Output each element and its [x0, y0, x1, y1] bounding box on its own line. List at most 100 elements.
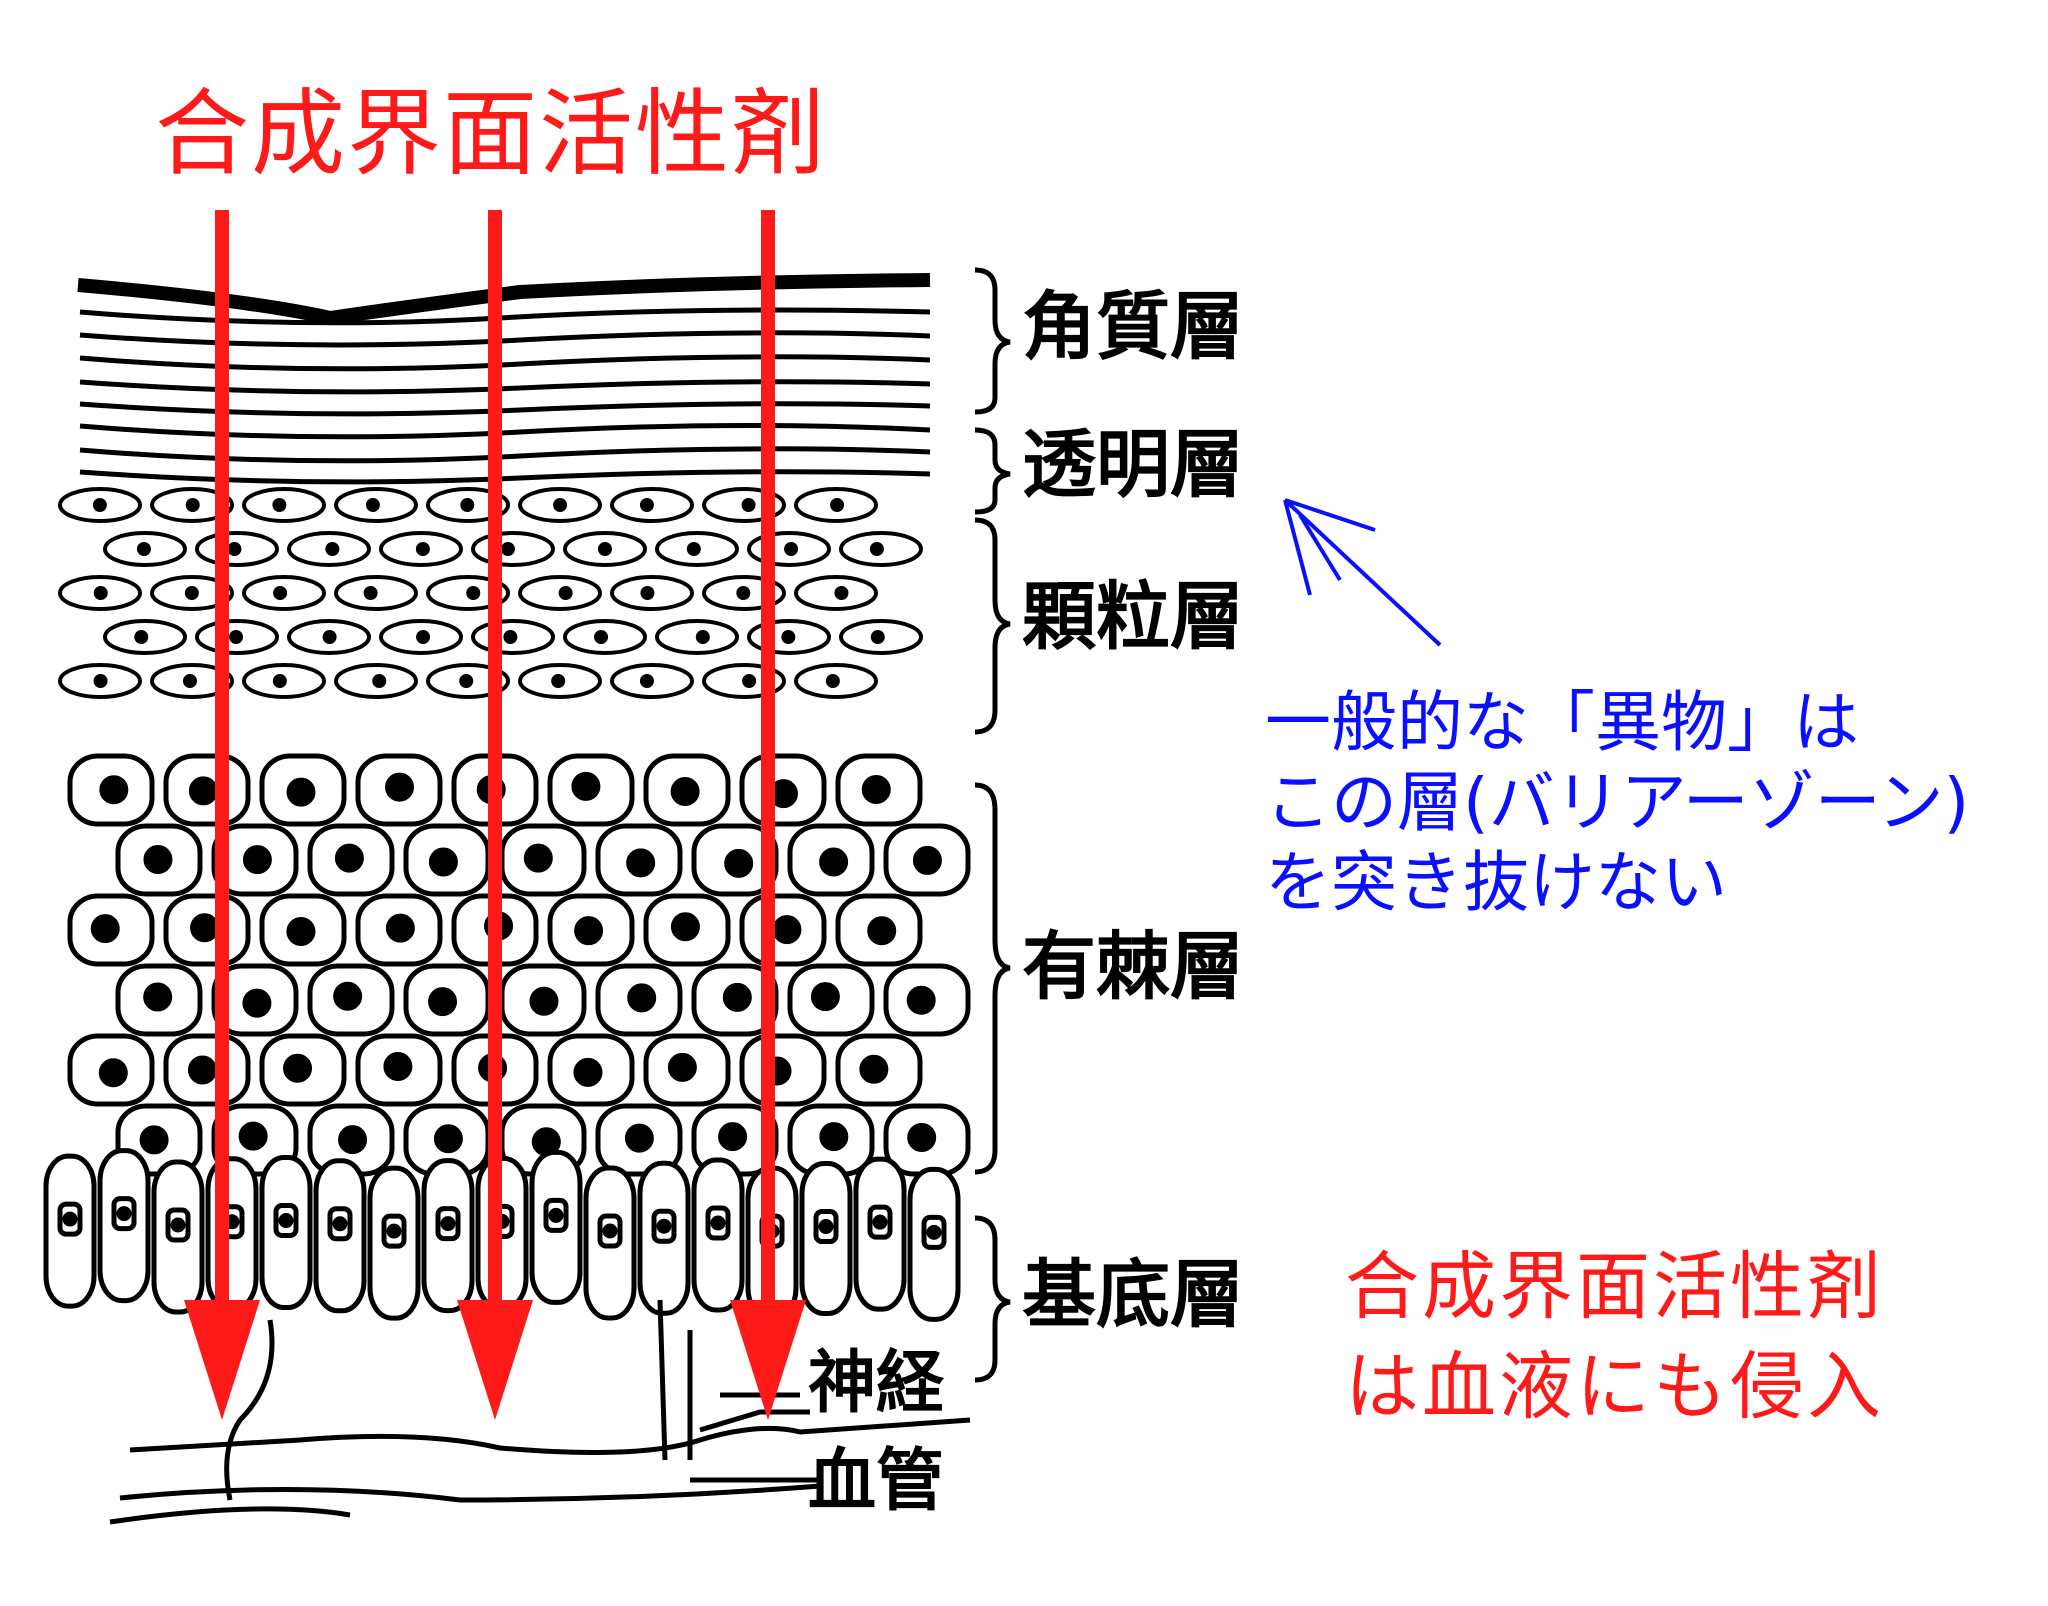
- cell-nucleus: [383, 1052, 413, 1082]
- penetration-arrow: [184, 210, 260, 1420]
- granular-cell: [702, 487, 786, 523]
- cell-nucleus: [190, 913, 220, 943]
- cell-nucleus: [428, 987, 458, 1017]
- cell-nucleus: [907, 1122, 937, 1152]
- granule: [92, 498, 107, 512]
- granular-cell: [334, 487, 418, 523]
- cell-nucleus: [238, 1121, 268, 1151]
- cell-nucleus: [334, 843, 364, 873]
- granular-cell: [195, 531, 279, 567]
- cell-nucleus: [861, 775, 891, 805]
- barrier-note-line: この層(バリアーゾーン): [1265, 764, 1970, 841]
- granular-cell: [379, 619, 463, 655]
- cell-nucleus: [187, 1055, 217, 1085]
- granule: [830, 498, 845, 512]
- cell-nucleus: [143, 982, 173, 1012]
- cell-nucleus: [139, 1125, 169, 1155]
- granular-cell: [839, 531, 923, 567]
- layer-bracket: [974, 517, 1011, 735]
- dermis-lines: [109, 1299, 971, 1525]
- nucleolus: [278, 1213, 294, 1229]
- granular-layer-cells: [58, 487, 923, 699]
- nucleolus: [440, 1216, 456, 1232]
- granule: [460, 498, 475, 512]
- granular-cell: [287, 531, 371, 567]
- granule: [870, 630, 885, 644]
- layer-bracket: [974, 782, 1011, 1175]
- granular-cell: [471, 619, 555, 655]
- granular-cell: [702, 663, 786, 699]
- penetration-arrow: [730, 210, 806, 1420]
- cell-nucleus: [667, 1052, 697, 1082]
- cell-nucleus: [98, 1058, 128, 1088]
- granule: [322, 630, 337, 644]
- granule: [415, 542, 430, 556]
- cell-nucleus: [428, 847, 458, 877]
- granular-cell: [426, 575, 510, 611]
- granular-cell: [150, 575, 234, 611]
- granular-cell: [58, 663, 142, 699]
- layer-bracket: [974, 1215, 1011, 1383]
- granule: [93, 674, 108, 688]
- granular-cell: [242, 663, 326, 699]
- granular-cell: [563, 531, 647, 567]
- cell-nucleus: [867, 916, 897, 946]
- granular-cell: [150, 663, 234, 699]
- granule: [741, 498, 756, 512]
- nucleolus: [332, 1216, 348, 1232]
- nucleolus: [602, 1223, 618, 1239]
- vessel-label: 血管: [808, 1442, 945, 1521]
- granule: [184, 586, 199, 600]
- granular-cell: [794, 487, 878, 523]
- cell-nucleus: [571, 771, 601, 801]
- granular-cell: [655, 531, 739, 567]
- layer-label-basale: 基底層: [1022, 1252, 1244, 1338]
- nucleolus: [656, 1218, 672, 1234]
- granule: [273, 586, 288, 600]
- nucleolus: [62, 1211, 78, 1227]
- granular-cell: [471, 531, 555, 567]
- granule: [834, 586, 849, 600]
- layer-label-granulosum: 顆粒層: [1022, 574, 1244, 660]
- granule: [229, 630, 244, 644]
- blood-note-line: は血液にも侵入: [1345, 1344, 1884, 1430]
- nucleolus: [170, 1217, 186, 1233]
- nucleolus: [386, 1223, 402, 1239]
- nucleolus: [872, 1214, 888, 1230]
- granule: [365, 498, 380, 512]
- granular-cell: [794, 663, 878, 699]
- barrier-note-line: 一般的な「異物」は: [1265, 684, 1859, 761]
- granule: [686, 542, 701, 556]
- granule: [558, 586, 573, 600]
- penetration-arrow: [457, 210, 533, 1420]
- nucleolus: [926, 1224, 942, 1240]
- spinous-layer-cells: [67, 753, 971, 1177]
- layer-bracket: [974, 267, 1011, 415]
- cell-nucleus: [768, 779, 798, 809]
- granular-cell: [563, 619, 647, 655]
- granular-cell: [839, 619, 923, 655]
- nerve-label: 神経: [808, 1344, 945, 1423]
- granule: [372, 674, 387, 688]
- granule: [736, 586, 751, 600]
- granular-cell: [426, 487, 510, 523]
- granular-cell: [610, 575, 694, 611]
- granular-cell: [334, 663, 418, 699]
- cell-nucleus: [772, 915, 802, 945]
- granule: [272, 674, 287, 688]
- granule: [93, 586, 108, 600]
- granular-cell: [747, 619, 831, 655]
- cell-nucleus: [912, 845, 942, 875]
- granule: [363, 586, 378, 600]
- cell-nucleus: [338, 1125, 368, 1155]
- cell-nucleus: [670, 912, 700, 942]
- granule: [597, 542, 612, 556]
- granular-cell: [747, 531, 831, 567]
- diagram-title: 合成界面活性剤: [155, 80, 828, 189]
- cell-nucleus: [626, 848, 656, 878]
- cell-nucleus: [242, 845, 272, 875]
- cell-nucleus: [333, 981, 363, 1011]
- cell-nucleus: [283, 1053, 313, 1083]
